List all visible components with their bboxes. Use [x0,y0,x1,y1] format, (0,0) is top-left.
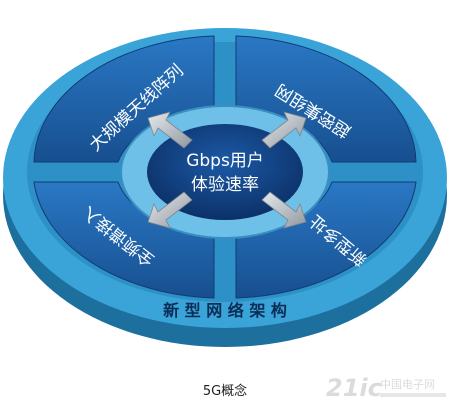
outer-ring-label: 新 型 网 络 架 构 [163,301,287,320]
arrow-bottom-right [261,191,307,229]
figure-caption: 5G概念 [202,384,248,399]
svg-text:21ic: 21ic [326,374,382,402]
svg-text:中国电子网: 中国电子网 [380,378,435,391]
center-title-line1: Gbps用户 [186,151,264,171]
center-title-line2: 体验速率 [191,175,259,195]
segments-group [33,35,417,299]
arrow-top-left [147,111,193,149]
arrow-top-right [261,111,307,149]
watermark-logo: 21ic 中国电子网 [326,374,446,402]
arrows-group [147,111,307,229]
arrow-bottom-left [147,191,193,229]
